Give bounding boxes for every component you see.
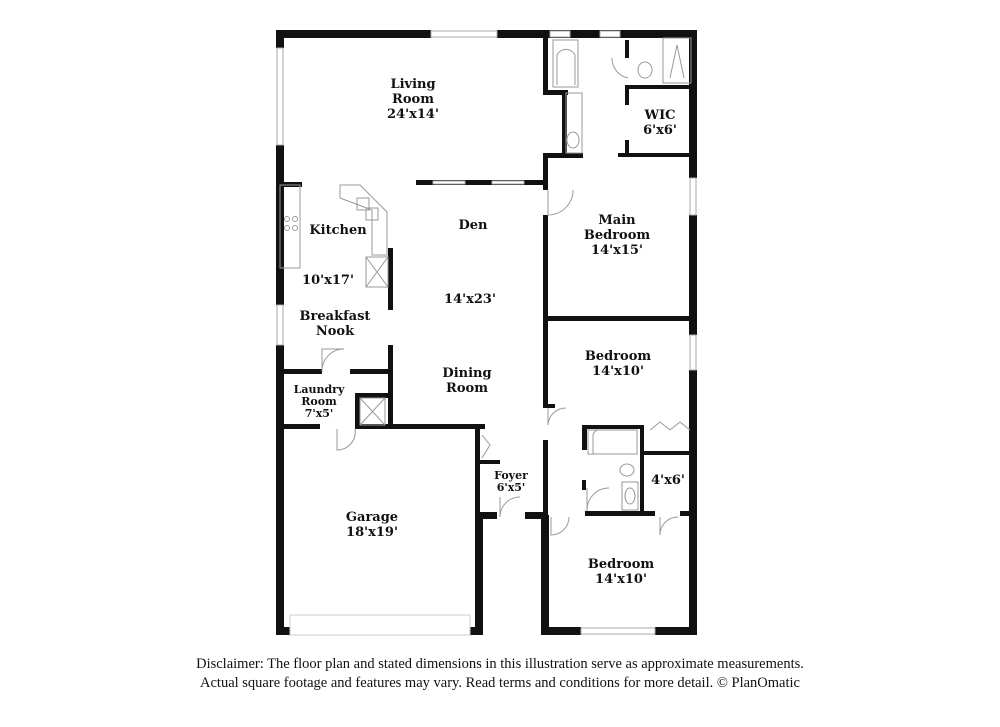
closet-label: 4'x6' bbox=[651, 473, 685, 488]
den-label: Den bbox=[459, 218, 488, 233]
main-bedroom-label: Main Bedroom 14'x15' bbox=[584, 213, 650, 258]
garage-dim: 18'x19' bbox=[346, 525, 398, 540]
living-room-dim: 24'x14' bbox=[387, 107, 439, 122]
living-room-name-1: Living bbox=[390, 77, 436, 92]
garage-name: Garage bbox=[345, 510, 399, 525]
kitchen-label: Kitchen bbox=[309, 223, 366, 238]
breakfast-nook-label: Breakfast Nook bbox=[300, 309, 371, 339]
breakfast-name-1: Breakfast bbox=[299, 309, 371, 324]
main-bedroom-name-1: Main bbox=[598, 213, 636, 228]
breakfast-name-2: Nook bbox=[315, 324, 355, 339]
wic-label: WIC 6'x6' bbox=[643, 108, 677, 138]
floor-plan bbox=[276, 30, 697, 636]
laundry-name-1: Laundry bbox=[293, 383, 345, 396]
disclaimer-line-1: Disclaimer: The floor plan and stated di… bbox=[196, 656, 804, 672]
dining-name-2: Room bbox=[446, 381, 488, 396]
interior-walls bbox=[280, 34, 693, 519]
bedroom-3-label: Bedroom 14'x10' bbox=[588, 557, 654, 587]
laundry-dim: 7'x5' bbox=[304, 407, 334, 420]
bedroom-2-name: Bedroom bbox=[584, 349, 652, 364]
bedroom-2-label: Bedroom 14'x10' bbox=[585, 349, 651, 379]
bedroom-3-dim: 14'x10' bbox=[595, 572, 647, 587]
foyer-label: Foyer 6'x5' bbox=[494, 470, 528, 494]
laundry-room-label: Laundry Room 7'x5' bbox=[294, 384, 345, 420]
windows bbox=[276, 30, 697, 636]
kitchen-dim: 10'x17' bbox=[302, 273, 354, 288]
dining-room-label: Dining Room bbox=[442, 366, 491, 396]
disclaimer-line-2: Actual square footage and features may v… bbox=[200, 675, 800, 691]
garage-label: Garage 18'x19' bbox=[346, 510, 398, 540]
closet-dim: 4'x6' bbox=[651, 473, 685, 488]
den-dim-label: 14'x23' bbox=[444, 292, 496, 307]
main-bedroom-name-2: Bedroom bbox=[583, 228, 651, 243]
den-name: Den bbox=[458, 218, 488, 233]
bedroom-2-dim: 14'x10' bbox=[592, 364, 644, 379]
living-room-label: Living Room 24'x14' bbox=[387, 77, 439, 122]
den-dim: 14'x23' bbox=[444, 292, 496, 307]
living-room-name-2: Room bbox=[392, 92, 434, 107]
wic-name: WIC bbox=[644, 108, 676, 123]
wic-dim: 6'x6' bbox=[643, 123, 677, 138]
main-bedroom-dim: 14'x15' bbox=[591, 243, 643, 258]
laundry-name-2: Room bbox=[301, 395, 337, 408]
foyer-dim: 6'x5' bbox=[496, 481, 526, 494]
kitchen-name: Kitchen bbox=[309, 223, 367, 238]
doors bbox=[321, 57, 691, 536]
kitchen-dim-label: 10'x17' bbox=[302, 273, 354, 288]
dining-name-1: Dining bbox=[442, 366, 492, 381]
foyer-name: Foyer bbox=[494, 469, 528, 482]
bedroom-3-name: Bedroom bbox=[587, 557, 655, 572]
fixtures bbox=[279, 37, 692, 511]
